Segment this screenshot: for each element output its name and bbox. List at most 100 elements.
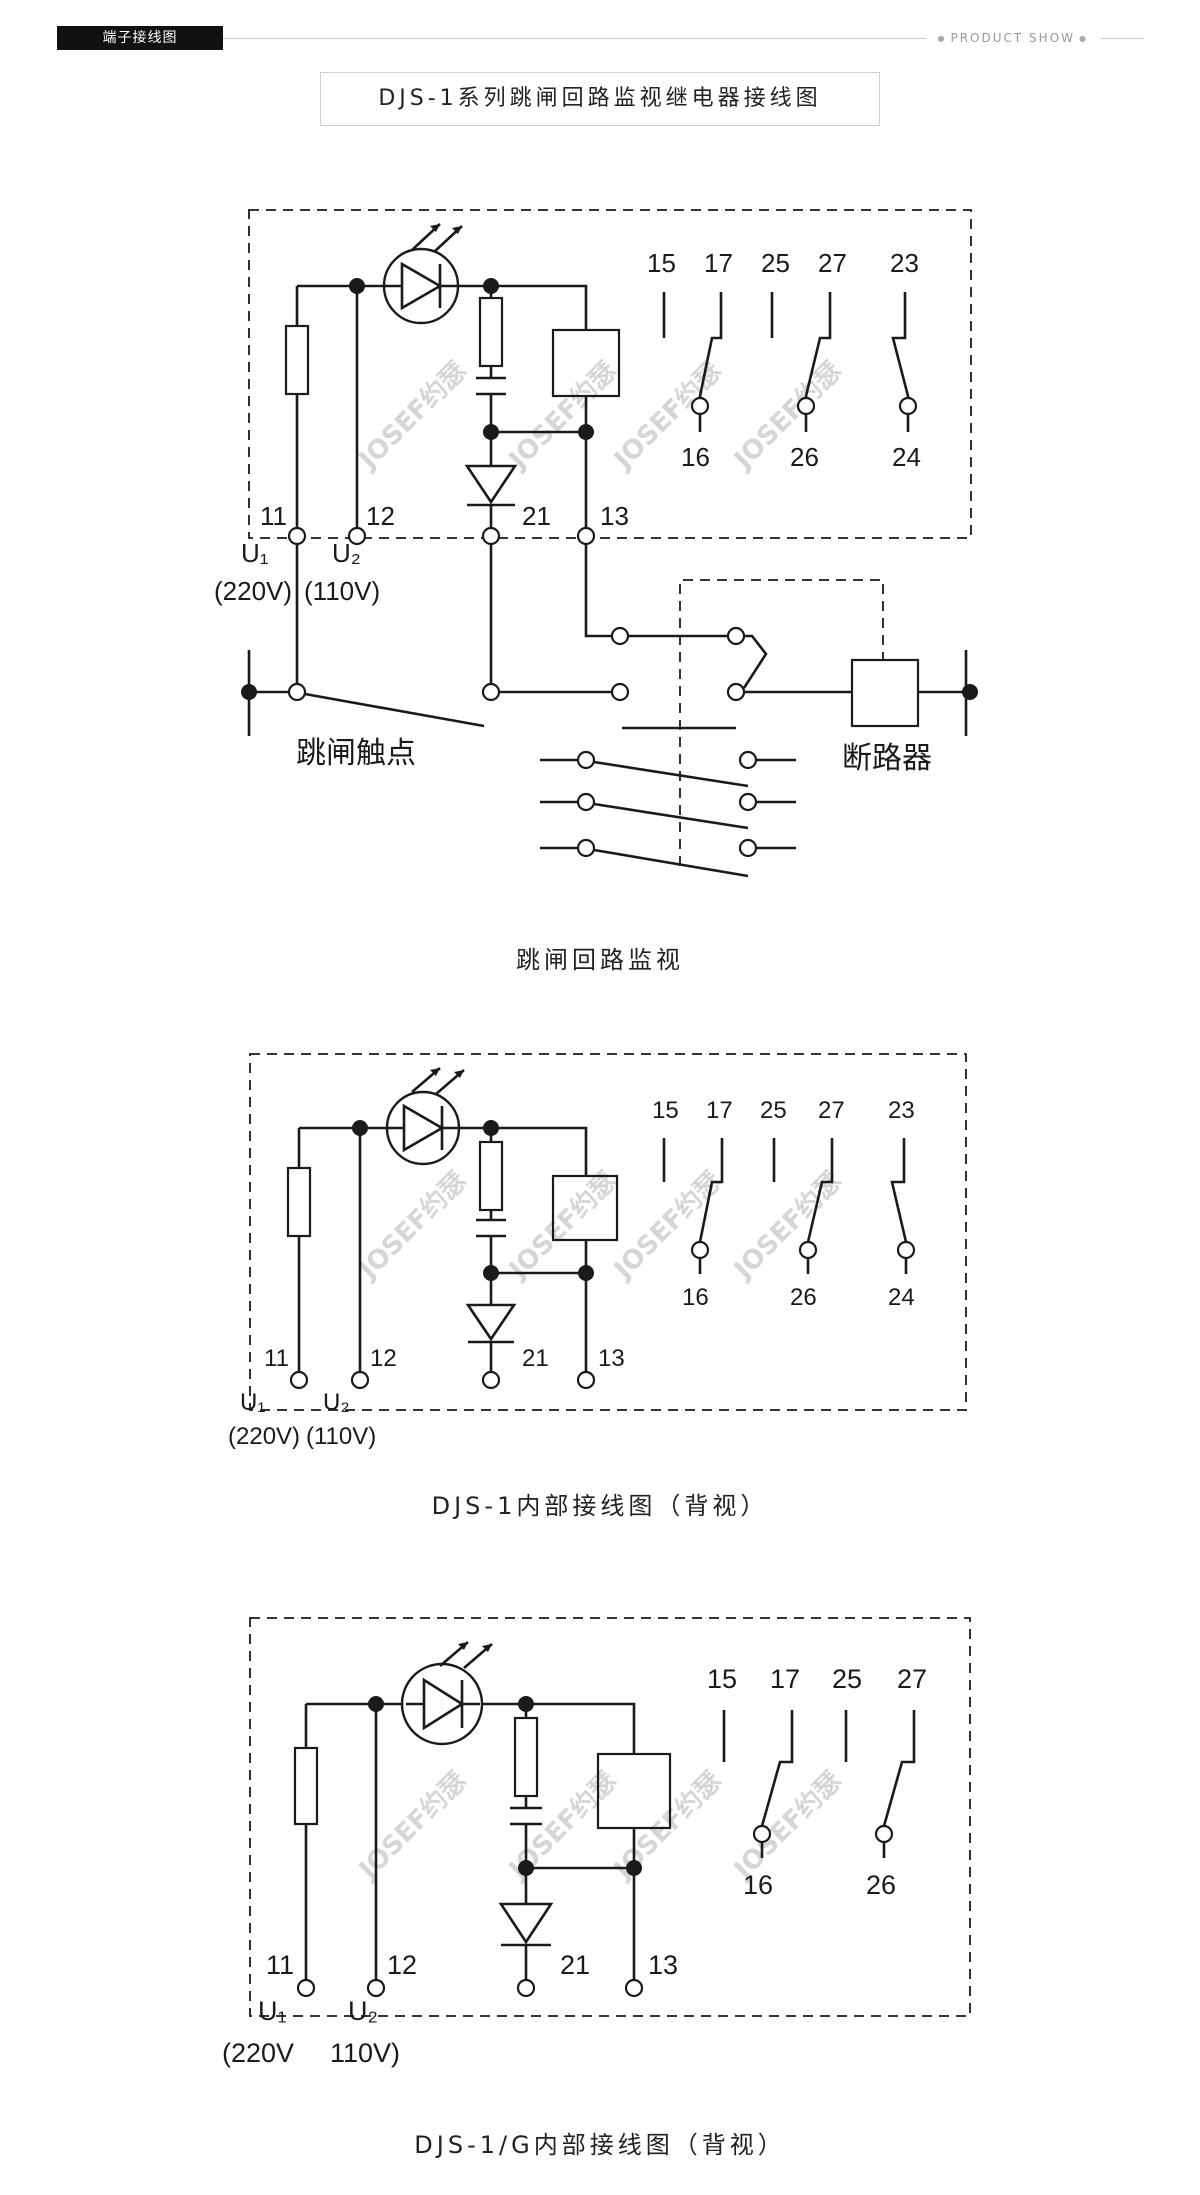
terminal-21: 21 [522,1345,549,1372]
terminal-ring [738,792,758,812]
terminal-ring [347,526,367,546]
voltage-220v: (220V) [228,1423,300,1450]
resistor-icon [293,1746,319,1826]
main-contact-icon [540,758,796,878]
watermark: JOSEF约瑟 [352,355,473,476]
terminal-ring [350,1370,370,1390]
diagram-djs1g-internal: JOSEF约瑟 JOSEF约瑟 JOSEF约瑟 JOSEF约瑟 11 12 21… [222,1617,971,2068]
watermark: JOSEF约瑟 [727,1165,848,1286]
terminal-ring [796,396,816,416]
trip-contact-icon [304,692,485,728]
product-show-tag: ●PRODUCT SHOW● [925,31,1100,46]
junction-dot [962,684,978,700]
terminal-11: 11 [266,1950,294,1980]
section-label: 端子接线图 [57,26,223,50]
terminal-26: 26 [790,1284,817,1311]
u1-label: U₁ [240,1389,265,1416]
terminal-ring [289,1370,309,1390]
terminal-26: 26 [790,442,819,472]
wire [297,284,588,330]
terminal-ring [624,1978,644,1998]
capacitor-icon [510,1806,542,1826]
terminal-13: 13 [598,1345,625,1372]
terminal-ring [874,1824,894,1844]
junction-dot [241,684,257,700]
diode-icon [464,432,518,536]
u2-label: U₂ [348,1996,378,2026]
terminal-16: 16 [681,442,710,472]
terminal-27: 27 [818,248,847,278]
terminal-ring [481,682,501,702]
voltage-110v: (110V) [304,576,380,606]
resistor-icon [478,1140,504,1212]
terminal-ring [690,1240,710,1260]
terminal-ring [690,396,710,416]
wire [698,414,910,432]
junction-dot [368,1696,384,1712]
terminal-ring [296,1978,316,1998]
terminal-ring [896,1240,916,1260]
terminal-13: 13 [648,1950,678,1980]
watermark: JOSEF约瑟 [607,1165,728,1286]
terminal-ring [726,682,746,702]
terminal-12: 12 [387,1950,417,1980]
trip-contact-label: 跳闸触点 [296,736,416,771]
capacitor-icon [476,376,506,396]
terminal-25: 25 [760,1097,787,1124]
terminal-ring [576,838,596,858]
terminal-15: 15 [652,1097,679,1124]
junction-dot [349,278,365,294]
led-icon [385,1067,465,1166]
terminal-12: 12 [370,1345,397,1372]
contact-icon [662,1138,908,1243]
terminal-15: 15 [707,1664,737,1694]
terminal-ring [287,682,307,702]
terminal-ring [752,1824,772,1844]
terminal-25: 25 [832,1664,862,1694]
relay-housing [249,1053,967,1411]
voltage-220v: (220V [222,2038,294,2068]
terminal-ring [610,682,630,702]
terminal-ring [481,526,501,546]
led-icon [400,1641,493,1746]
terminal-17: 17 [706,1097,733,1124]
product-show-text: PRODUCT SHOW [950,31,1076,45]
watermark: JOSEF约瑟 [352,1165,473,1286]
voltage-110v: (110V) [306,1423,376,1450]
u1-label: U₁ [258,1996,287,2026]
relay-housing [249,1617,971,2017]
terminal-23: 23 [888,1097,915,1124]
u2-label: U₂ [323,1389,350,1416]
terminal-16: 16 [682,1284,709,1311]
caption-diagram1: 跳闸回路监视 [516,946,684,974]
terminal-ring [576,526,596,546]
watermark: JOSEF约瑟 [727,1765,848,1886]
header-divider [223,38,1144,39]
wire [760,1842,886,1858]
relay-housing [248,209,972,539]
wire [299,1126,588,1176]
diagram-trip-circuit: JOSEF约瑟 JOSEF约瑟 JOSEF约瑟 JOSEF约瑟 11 12 21… [214,209,978,878]
caption-diagram3: DJS-1/G内部接线图（背视） [414,2131,786,2159]
breaker-label: 断路器 [842,741,932,776]
terminal-ring [576,1370,596,1390]
terminal-ring [287,526,307,546]
diagram-djs1-internal: JOSEF约瑟 JOSEF约瑟 JOSEF约瑟 JOSEF约瑟 11 12 21… [228,1053,967,1450]
diode-icon [498,1868,554,1986]
terminal-ring [738,838,758,858]
junction-dot [352,1120,368,1136]
terminal-21: 21 [522,501,551,531]
wire [628,634,966,694]
resistor-icon [286,1166,312,1238]
wire [249,544,612,694]
wire [698,1258,908,1274]
terminal-24: 24 [892,442,921,472]
breaker-coil-icon [850,658,920,728]
terminal-ring [576,750,596,770]
led-icon [382,223,463,325]
voltage-110v: 110V) [330,2038,400,2068]
terminal-12: 12 [366,501,395,531]
terminal-27: 27 [897,1664,927,1694]
terminal-ring [516,1978,536,1998]
mechanical-linkage [679,579,884,866]
